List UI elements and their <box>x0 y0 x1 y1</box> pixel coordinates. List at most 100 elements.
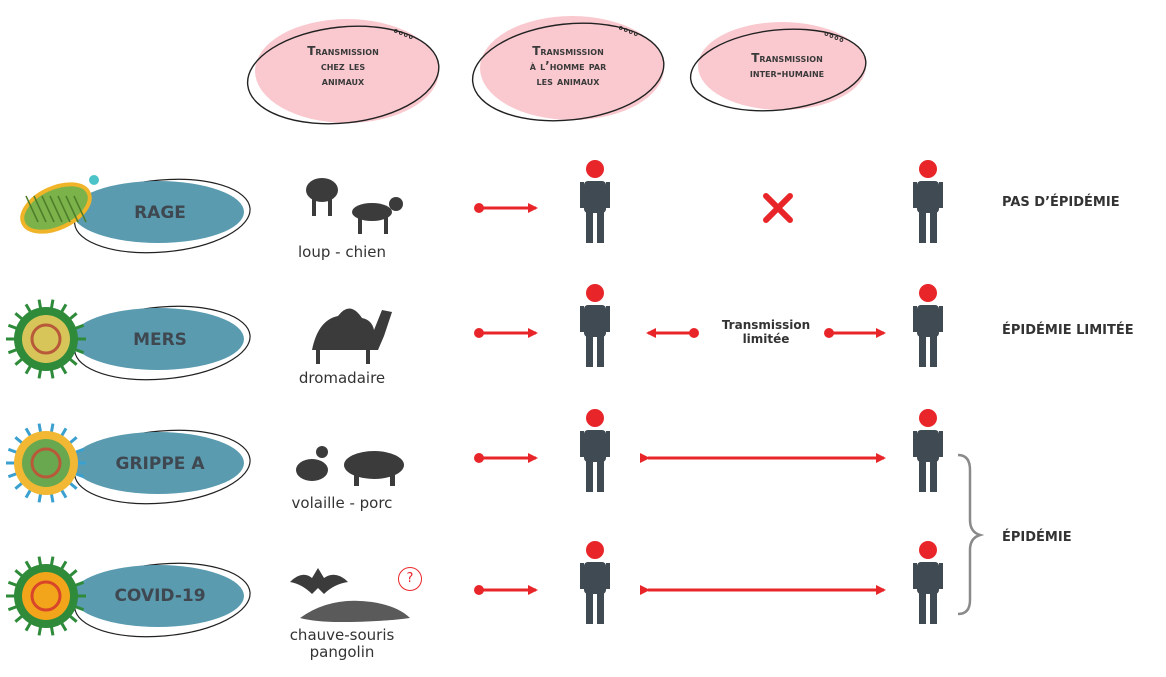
person-head-icon <box>919 541 937 559</box>
header-inter-human: Transmission inter-humaine <box>697 51 877 81</box>
person-leg-icon <box>919 335 926 367</box>
virus-oval-fill <box>72 181 244 243</box>
header-animals-line-2: chez les <box>320 59 366 73</box>
rabies-virus-stripe <box>41 195 55 223</box>
header-bubble-dot <box>834 36 839 40</box>
person-arm-icon <box>939 563 943 589</box>
outcome-mers: ÉPIDÉMIE LIMITÉE <box>1002 323 1134 338</box>
person-leg-icon <box>930 592 937 624</box>
person-arm-icon <box>913 182 917 208</box>
virus-core-icon <box>22 439 70 487</box>
limited-transmission-note: Transmission limitée <box>706 318 826 346</box>
no-transmission-cross-icon <box>763 193 793 223</box>
virus-row-1 <box>20 175 251 254</box>
person-head-icon <box>586 409 604 427</box>
header-bubble-dot <box>633 32 638 36</box>
header-bubble-dot <box>839 38 844 42</box>
person-row-2-human-icon <box>580 284 610 367</box>
person-torso-icon <box>584 305 606 337</box>
person-torso-icon <box>584 562 606 594</box>
header-animals-line-3: animaux <box>321 74 365 88</box>
person-arm-icon <box>580 182 584 208</box>
animal-label-covid-line-2: pangolin <box>309 643 375 661</box>
limited-transmission-line-1: Transmission <box>721 318 811 332</box>
pig-body <box>344 451 404 479</box>
virus-label-rage: RAGE <box>134 203 186 223</box>
pig-leg <box>390 474 395 486</box>
animal-label-rage: loup - chien <box>298 243 386 261</box>
person-arm-icon <box>939 306 943 332</box>
dromedary-body <box>312 308 392 350</box>
person-arm-icon <box>606 182 610 208</box>
wolf-leg <box>312 196 316 216</box>
person-arm-icon <box>606 563 610 589</box>
dog-leg <box>384 216 388 234</box>
virus-core-icon <box>22 572 70 620</box>
person-leg-icon <box>586 460 593 492</box>
animal-label-covid-line-1: chauve-souris <box>289 626 395 644</box>
header-animals: Transmission chez les animaux <box>253 44 433 89</box>
person-leg-icon <box>586 335 593 367</box>
outcome-epidemic: ÉPIDÉMIE <box>1002 530 1072 545</box>
person-torso-icon <box>917 181 939 213</box>
wolf-dog-icon <box>306 178 403 234</box>
header-bubble-dot <box>623 28 628 32</box>
duck-body <box>296 459 328 481</box>
person-arm-icon <box>913 306 917 332</box>
virus-genome-icon <box>30 580 62 612</box>
person-torso-icon <box>917 305 939 337</box>
virus-core-icon <box>22 315 70 363</box>
rabies-virus-tip <box>89 175 99 185</box>
header-bubble-outline <box>246 25 440 125</box>
header-to-human: Transmission à l’homme par les animaux <box>478 44 658 89</box>
person-row-3-human-icon <box>580 409 610 492</box>
header-bubble-dot <box>398 31 403 35</box>
rabies-virus-stripe <box>49 195 63 223</box>
header-bubble-fill <box>255 19 439 123</box>
person-torso-icon <box>584 430 606 462</box>
person-arm-icon <box>580 431 584 457</box>
header-to-human-line-2: à l’homme par <box>529 59 607 73</box>
virus-oval-outline <box>74 178 251 254</box>
person-leg-icon <box>597 335 604 367</box>
rabies-virus-stripe <box>73 195 87 223</box>
dromedary-leg <box>366 346 370 364</box>
limited-transmission-line-2: limitée <box>742 332 790 346</box>
header-bubble-1 <box>246 19 440 125</box>
limited-transmission-arrows <box>646 328 886 338</box>
person-torso-icon <box>584 181 606 213</box>
duck-head <box>316 446 328 458</box>
bat-pangolin-icon <box>290 568 410 622</box>
header-bubble-dot <box>628 30 633 34</box>
person-head-icon <box>586 541 604 559</box>
animal-to-human-arrow-4 <box>474 585 538 595</box>
rabies-virus-stripe <box>33 195 47 223</box>
header-bubble-dot <box>403 33 408 37</box>
person-row-3-humans-icon <box>913 409 943 492</box>
virus-genome-icon <box>30 447 62 479</box>
virus-label-grippe-a: GRIPPE A <box>115 454 205 474</box>
header-bubble-dot <box>393 29 398 33</box>
person-row-1-human-icon <box>580 160 610 243</box>
person-row-1-humans-icon <box>913 160 943 243</box>
person-leg-icon <box>919 211 926 243</box>
animal-to-human-arrow-3 <box>474 453 538 463</box>
person-head-icon <box>919 409 937 427</box>
virus-row-4 <box>6 556 251 638</box>
outcome-rage: PAS D’ÉPIDÉMIE <box>1002 195 1120 210</box>
person-leg-icon <box>597 460 604 492</box>
animal-to-human-arrow-2 <box>474 328 538 338</box>
poultry-pig-icon <box>296 446 404 486</box>
header-bubble-3 <box>689 22 867 112</box>
header-bubble-dot <box>824 32 829 36</box>
wolf-body <box>306 178 338 202</box>
person-leg-icon <box>919 460 926 492</box>
dromedary-leg <box>316 346 320 364</box>
virus-genome-icon <box>30 323 62 355</box>
dromedary-icon <box>312 308 392 364</box>
rabies-virus-stripe <box>25 195 39 223</box>
cross-stroke <box>763 193 793 223</box>
person-arm-icon <box>913 563 917 589</box>
